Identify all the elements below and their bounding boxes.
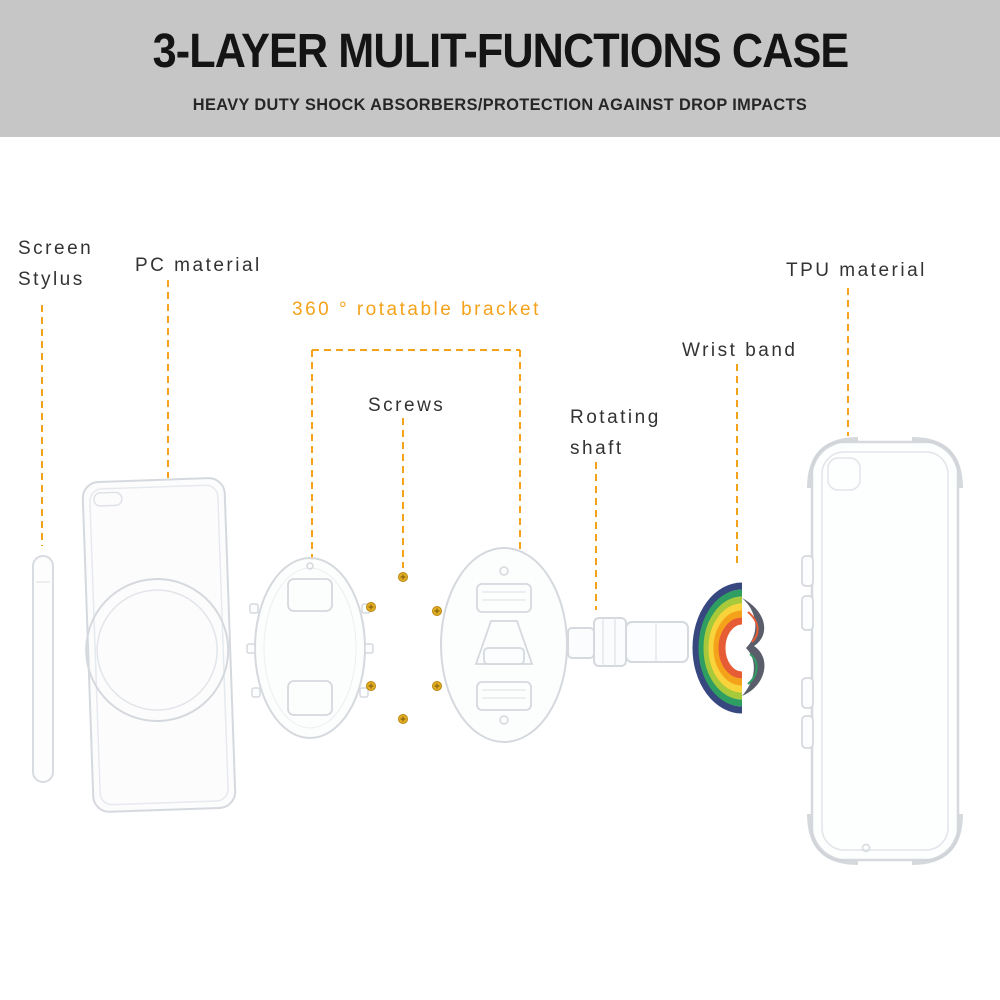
ring-outer (85, 578, 230, 723)
tpu-frame-part (801, 437, 963, 865)
case-back-part (81, 477, 237, 813)
label-wrist-band: Wrist band (682, 340, 798, 361)
tpu-camera-cutout (827, 457, 861, 491)
screw (366, 602, 376, 612)
stylus-part (32, 555, 54, 783)
corner-bumpers (807, 437, 963, 865)
kickstand-disc-part (440, 547, 568, 743)
header-banner: 3-LAYER MULIT-FUNCTIONS CASE HEAVY DUTY … (0, 0, 1000, 137)
band-fold-edge (742, 598, 765, 696)
page-subtitle: HEAVY DUTY SHOCK ABSORBERS/PROTECTION AG… (192, 95, 808, 114)
screw (398, 714, 408, 724)
label-pc-material: PC material (135, 255, 262, 276)
screw (398, 572, 408, 582)
bracket-plate-part (246, 557, 374, 739)
rotating-shaft-part (567, 617, 689, 667)
label-screen-stylus: Screen Stylus (18, 238, 94, 291)
screw (432, 681, 442, 691)
screw (366, 681, 376, 691)
bracket-edge-tabs (246, 603, 374, 698)
screw (432, 606, 442, 616)
screws-part (366, 572, 442, 724)
page-title: 3-LAYER MULIT-FUNCTIONS CASE (152, 25, 849, 78)
side-button-tabs (801, 555, 814, 749)
label-rotating-shaft: Rotating shaft (570, 407, 661, 460)
label-rotatable-bracket: 360 ° rotatable bracket (292, 299, 541, 320)
camera-cutout (93, 491, 123, 507)
bottom-port-dot (861, 843, 871, 853)
ring-inner (96, 589, 218, 711)
label-tpu-material: TPU material (786, 260, 927, 281)
wrist-band-part (692, 582, 765, 714)
label-screws: Screws (368, 395, 446, 416)
leader-lines (41, 280, 849, 610)
